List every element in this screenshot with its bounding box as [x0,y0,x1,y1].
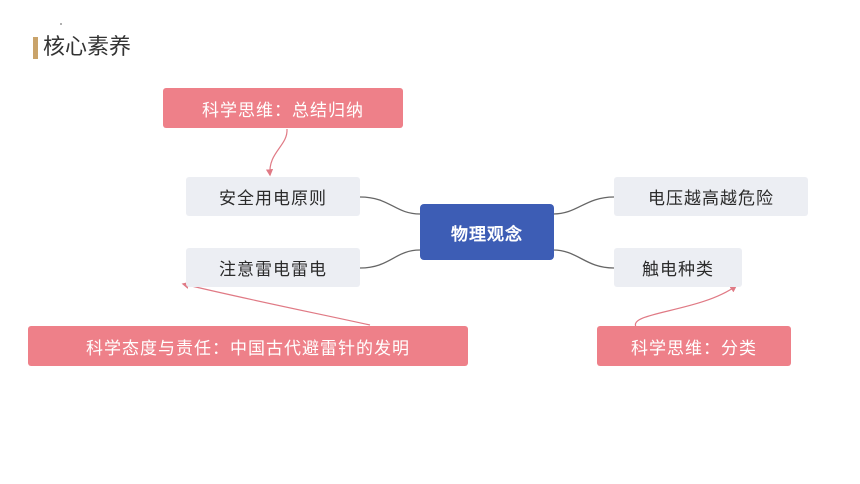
connector-center-to-voltage-danger [552,196,615,215]
center-node: 物理观念 [420,204,554,260]
note-classification: 科学思维：分类 [597,326,791,366]
branch-lightning: 注意雷电雷电 [186,248,360,287]
note-lightning-rod-invention: 科学态度与责任：中国古代避雷针的发明 [28,326,468,366]
arrow-note-to-safety-rules [265,128,288,177]
arrow-note-to-lightning [181,281,371,326]
connector-center-to-safety-rules [359,196,421,215]
title-accent-bar [33,37,38,59]
branch-safety-rules: 安全用电原则 [186,177,360,216]
decorative-dot [60,23,62,25]
note-summary-induction: 科学思维：总结归纳 [163,88,403,128]
connector-center-to-lightning [359,249,421,269]
connector-center-to-shock-types [552,249,615,269]
branch-voltage-danger: 电压越高越危险 [614,177,808,216]
arrow-note-to-shock-types [634,285,738,328]
branch-shock-types: 触电种类 [614,248,742,287]
page-title: 核心素养 [43,35,132,60]
